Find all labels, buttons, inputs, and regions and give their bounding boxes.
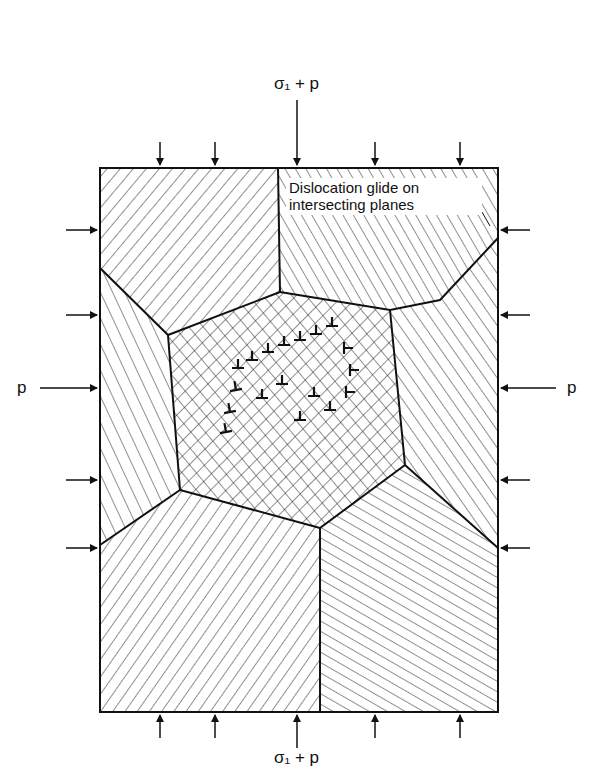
dislocation-symbol (276, 375, 288, 384)
dislocation-symbol (256, 389, 268, 398)
stress-label: σ₁ + p (274, 74, 319, 94)
pressure-label: p (17, 378, 26, 398)
dislocation-symbol (310, 325, 322, 334)
grain-boundaries (100, 168, 498, 712)
dislocation-symbol (246, 351, 258, 360)
note-label: Dislocation glide on intersecting planes (286, 178, 482, 215)
dislocation-symbol (229, 380, 242, 391)
dislocation-symbol (232, 359, 244, 368)
specimen-outline (100, 168, 498, 712)
pressure-label: p (567, 378, 576, 398)
grain (168, 292, 405, 528)
dislocation-symbol (346, 386, 355, 398)
dislocation-symbol (262, 343, 274, 352)
dislocation-symbol (350, 364, 359, 376)
dislocation-symbol (294, 411, 306, 420)
dislocation-symbol (308, 387, 320, 396)
dislocation-symbol (326, 317, 338, 326)
grain (100, 490, 320, 712)
stress-label: σ₁ + p (274, 748, 319, 768)
grain-crosshatch (168, 292, 405, 528)
dislocation-symbol (223, 402, 236, 413)
dislocation-symbol (278, 336, 290, 345)
dislocation-symbol (344, 342, 353, 354)
stress-arrows (40, 100, 556, 748)
dislocation-symbols (219, 317, 359, 433)
dislocation-symbol (219, 422, 232, 433)
dislocation-symbol (324, 401, 336, 410)
dislocation-symbol (294, 331, 306, 340)
leader-line (482, 212, 490, 226)
